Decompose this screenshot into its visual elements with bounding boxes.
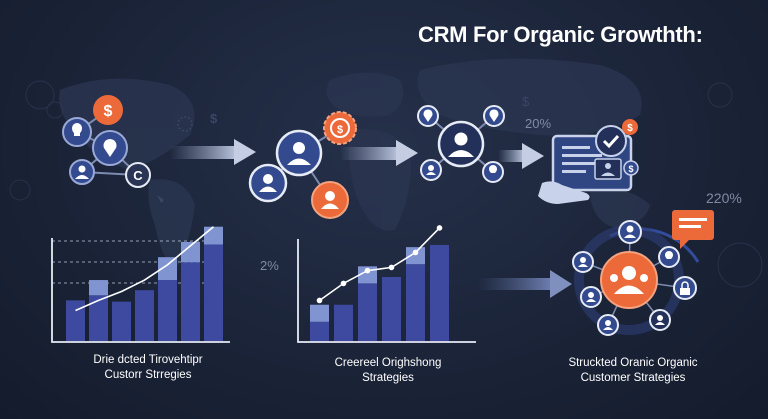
svg-text:$: $ [104,103,113,120]
user-icon [580,286,602,308]
svg-text:$: $ [337,124,343,136]
chart-bar [112,301,131,341]
chart-bar-segment [406,247,425,265]
chart-bar-segment [158,257,177,281]
caption-2-line1: Creereel Orighshong [334,357,442,369]
caption-3: Struckted Oranic Organic Customer Strate… [533,356,733,386]
dollar-icon: $ [622,119,638,135]
trend-point [436,225,443,231]
trend-point [412,249,419,256]
percent-label-3: 2% [260,258,279,273]
dollar-icon: $ [93,95,123,125]
percent-label-1: 20% [525,116,552,131]
caption-2: Creereel Orighshong Strategies [298,356,478,386]
chart-bar [406,264,425,341]
user-icon [437,120,485,168]
chart-bar [135,290,154,341]
user-icon [275,129,323,177]
copyright-icon: C [125,162,151,188]
svg-text:$: $ [210,111,218,126]
chart-axis [297,239,476,343]
checkmark-icon [595,125,627,157]
chart-bar [382,277,401,341]
location-pin-icon [483,105,505,127]
arrow-right-icon [478,270,572,298]
chart-bar [334,304,353,341]
chart-bar [310,321,329,341]
arrow-right-icon [170,139,256,165]
user-icon [597,314,619,336]
lock-icon [673,276,697,300]
caption-3-line2: Customer Strategies [580,372,686,384]
chart-bar-segment [89,280,108,296]
chart-bar [66,300,85,341]
caption-1: Drie dcted Tirovehtipr Custorr Strregies [48,353,248,383]
user-icon [69,159,95,185]
caption-2-line2: Strategies [362,372,414,384]
location-pin-icon [92,130,128,166]
trend-line [319,227,441,302]
user-icon [572,251,594,273]
chart-bar [358,283,377,341]
caption-1-line1: Drie dcted Tirovehtipr [93,354,203,366]
user-icon [311,181,349,219]
chart-bar [430,245,449,341]
chart-bar [204,244,223,341]
gear-dollar-icon: $ [323,111,357,145]
arrow-right-icon [498,143,544,169]
svg-text:$: $ [627,123,633,134]
caption-3-line1: Struckted Oranic Organic [568,357,698,369]
trend-point [364,267,371,274]
percent-label-2: 220% [706,190,742,206]
chart-bar-segment [310,304,329,322]
chat-bubble-icon [672,210,714,249]
caption-1-line2: Custorr Strregies [104,369,192,381]
svg-text:$: $ [522,94,530,109]
chart-axis [51,238,230,343]
user-icon [248,163,288,203]
arrow-right-icon [340,140,418,166]
chart-bar-segment [181,241,200,263]
chart-bar [181,262,200,341]
chart-bar [89,295,108,341]
trend-point [388,264,395,271]
trend-line [75,226,215,312]
trend-point [316,297,323,304]
user-icon [618,220,642,244]
svg-text:C: C [133,168,143,183]
lightbulb-icon [62,117,92,147]
lightbulb-icon [482,161,504,183]
lightbulb-icon [658,246,680,268]
user-group-icon [600,251,658,309]
dollar-icon: $ [623,160,639,176]
svg-text:$: $ [628,164,633,174]
page-title: CRM For Organic Growthth: [418,22,703,47]
chart-bar [158,280,177,341]
trend-point [340,280,347,287]
location-pin-icon [417,105,439,127]
user-icon [649,309,671,331]
user-icon [420,159,442,181]
